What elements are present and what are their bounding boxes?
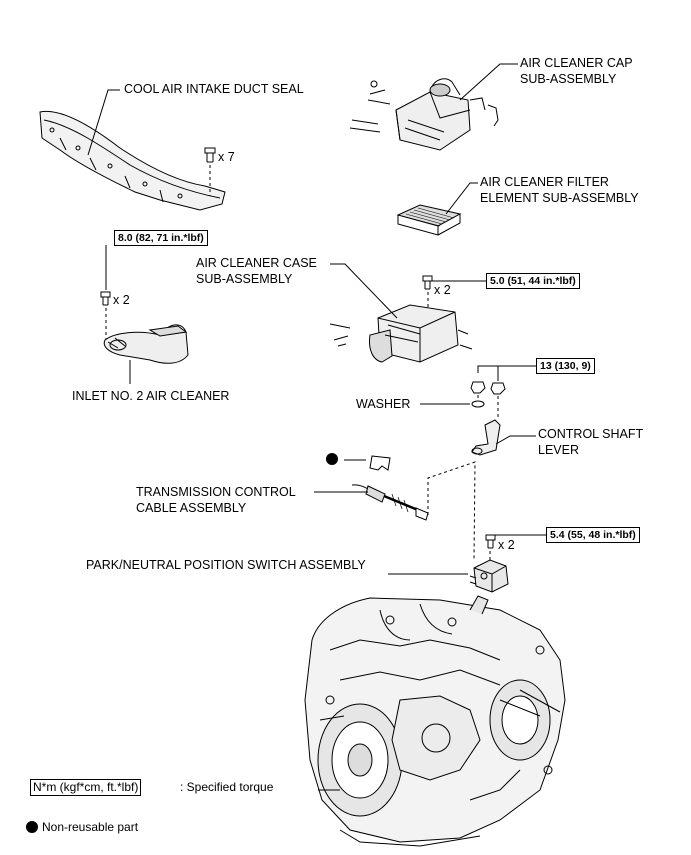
leader-duct-seal: [87, 89, 120, 156]
legend-non-reusable-dot: [26, 821, 38, 833]
leader-case: [330, 263, 398, 319]
park-neutral-switch: [469, 559, 509, 593]
bolt-seal: [204, 147, 216, 163]
qty-case-bolts: x 2: [434, 283, 451, 297]
transmission-control-cable: [351, 484, 429, 521]
control-shaft-lever: [471, 419, 501, 456]
transaxle-assembly: [304, 595, 566, 847]
dash-cable: [427, 461, 476, 561]
torque-nut: 13 (130, 9): [536, 358, 595, 374]
label-air-cleaner-cap-1: AIR CLEANER CAP: [520, 56, 633, 70]
qty-seal-bolts: x 7: [218, 150, 235, 164]
label-air-cleaner-case-1: AIR CLEANER CASE: [196, 256, 317, 270]
legend-torque-unit: N*m (kgf*cm, ft.*lbf): [30, 779, 142, 796]
dash-nuts: [477, 395, 499, 420]
label-transmission-cable-1: TRANSMISSION CONTROL: [136, 485, 296, 499]
bolt-switch: [485, 534, 496, 549]
leader-control-lever: [495, 435, 536, 445]
cool-air-intake-duct-seal: [39, 110, 226, 211]
label-park-neutral-switch: PARK/NEUTRAL POSITION SWITCH ASSEMBLY: [86, 558, 366, 572]
qty-inlet-bolts: x 2: [113, 293, 130, 307]
torque-inlet: 8.0 (82, 71 in.*lbf): [114, 230, 208, 246]
label-air-cleaner-filter-1: AIR CLEANER FILTER: [480, 175, 609, 189]
inlet-no2-air-cleaner: [103, 324, 189, 364]
label-inlet-no2-air-cleaner: INLET NO. 2 AIR CLEANER: [72, 389, 230, 403]
label-cool-air-intake-duct-seal: COOL AIR INTAKE DUCT SEAL: [124, 82, 304, 96]
bolt-inlet: [100, 291, 111, 306]
qty-switch-bolts: x 2: [498, 538, 515, 552]
leader-filter: [445, 182, 478, 215]
air-cleaner-case: [329, 304, 473, 363]
label-control-shaft-2: LEVER: [538, 443, 579, 457]
leader-nut-torque: [477, 365, 536, 381]
label-washer: WASHER: [356, 397, 411, 411]
nut-2: [490, 382, 506, 395]
torque-case: 5.0 (51, 44 in.*lbf): [486, 273, 580, 289]
label-transmission-cable-2: CABLE ASSEMBLY: [136, 501, 247, 515]
air-cleaner-filter: [396, 204, 462, 236]
bolt-case: [422, 275, 433, 290]
label-control-shaft-1: CONTROL SHAFT: [538, 427, 644, 441]
washer: [471, 400, 485, 408]
nut-1: [470, 381, 486, 394]
clip: [369, 455, 391, 471]
legend-non-reusable: Non-reusable part: [42, 820, 139, 834]
leader-cap: [459, 63, 518, 101]
label-air-cleaner-cap-2: SUB-ASSEMBLY: [520, 72, 617, 86]
air-cleaner-cap: [349, 78, 499, 151]
legend-torque-desc: : Specified torque: [180, 780, 274, 794]
torque-switch: 5.4 (55, 48 in.*lbf): [546, 527, 640, 543]
label-air-cleaner-case-2: SUB-ASSEMBLY: [196, 272, 293, 286]
non-reusable-marker: [326, 453, 338, 465]
label-air-cleaner-filter-2: ELEMENT SUB-ASSEMBLY: [480, 191, 639, 205]
